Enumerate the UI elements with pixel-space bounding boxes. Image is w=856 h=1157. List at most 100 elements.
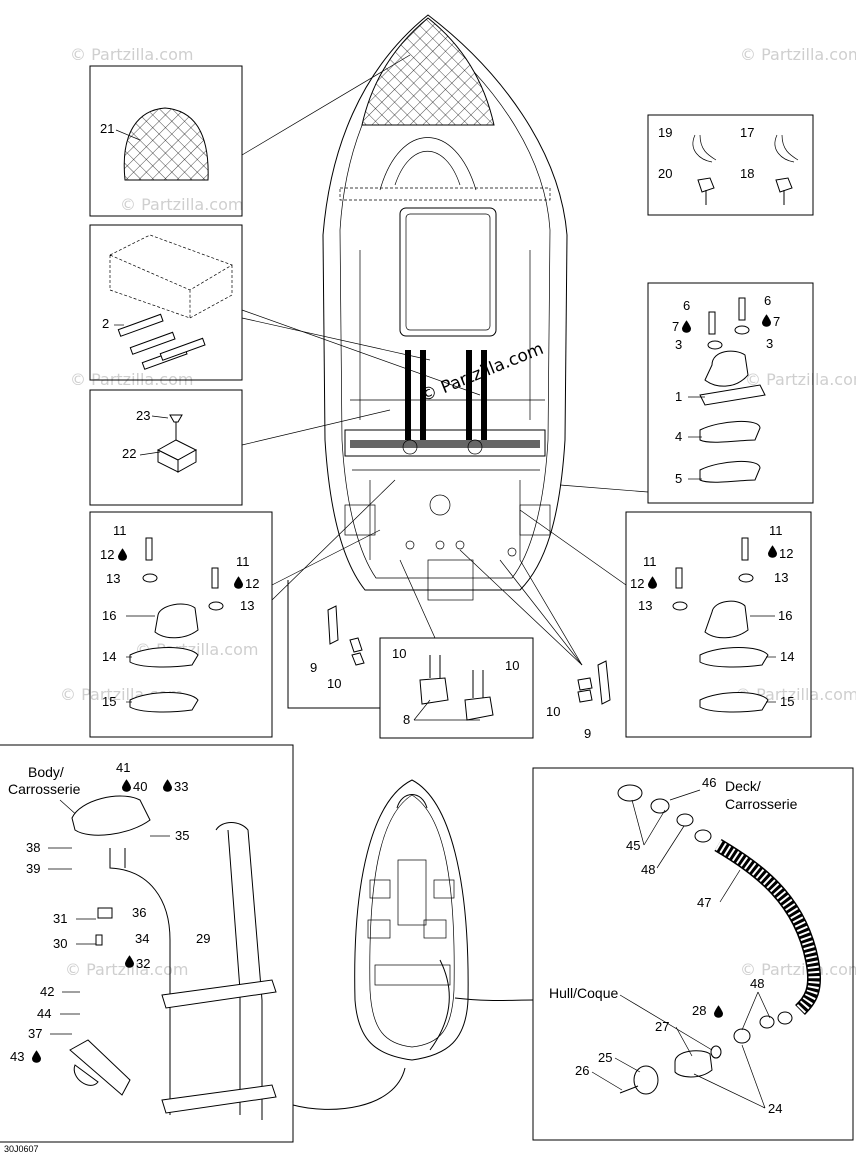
callout-20: 20 xyxy=(658,166,672,181)
callout-14: 14 xyxy=(780,649,794,664)
panel-bumper: 23 22 xyxy=(89,389,391,506)
callout-13: 13 xyxy=(774,570,788,585)
callout-13: 13 xyxy=(638,598,652,613)
callout-46: 46 xyxy=(702,775,716,790)
watermark: © Partzilla.com xyxy=(70,45,193,64)
drop-icon xyxy=(122,779,131,792)
callout-47: 47 xyxy=(697,895,711,910)
drop-icon xyxy=(163,779,172,792)
panel-cleat-right: 11 12 13 11 12 13 16 14 15 xyxy=(519,509,812,738)
panel-cleat-right-top: 6 7 3 6 7 3 1 4 5 xyxy=(559,282,814,504)
callout-18: 18 xyxy=(740,166,754,181)
drop-icon xyxy=(125,955,134,968)
watermark: © Partzilla.com xyxy=(120,195,243,214)
callout-26: 26 xyxy=(575,1063,589,1078)
callout-12: 12 xyxy=(100,547,114,562)
callout-40: 40 xyxy=(133,779,147,794)
label-deck-carrosserie: Carrosserie xyxy=(725,796,798,812)
callout-25: 25 xyxy=(598,1050,612,1065)
drop-icon xyxy=(32,1050,41,1063)
callout-10: 10 xyxy=(392,646,406,661)
callout-30: 30 xyxy=(53,936,67,951)
callout-15: 15 xyxy=(780,694,794,709)
callout-12: 12 xyxy=(630,576,644,591)
callout-6: 6 xyxy=(764,293,771,308)
label-body: Body/ xyxy=(28,764,64,780)
callout-14: 14 xyxy=(102,649,116,664)
callout-42: 42 xyxy=(40,984,54,999)
callout-10: 10 xyxy=(546,704,560,719)
main-hull-top-view xyxy=(322,14,568,601)
callout-7: 7 xyxy=(672,319,679,334)
callout-7: 7 xyxy=(773,314,780,329)
callout-11: 11 xyxy=(769,523,783,538)
callout-10: 10 xyxy=(505,658,519,673)
callout-43: 43 xyxy=(10,1049,24,1064)
boat-overview xyxy=(292,779,534,1110)
callout-33: 33 xyxy=(174,779,188,794)
drop-icon xyxy=(768,545,777,558)
callout-9: 9 xyxy=(310,660,317,675)
callout-2: 2 xyxy=(102,316,109,331)
callout-24: 24 xyxy=(768,1101,782,1116)
callout-13: 13 xyxy=(106,571,120,586)
callout-3: 3 xyxy=(766,336,773,351)
panel-clamps: 19 20 17 18 xyxy=(647,114,814,216)
callout-10: 10 xyxy=(327,676,341,691)
callout-8: 8 xyxy=(403,712,410,727)
callout-23: 23 xyxy=(136,408,150,423)
drop-icon xyxy=(234,576,243,589)
panel-drain-hose: Deck/ Carrosserie 46 45 48 47 Hull/Coque… xyxy=(532,767,854,1141)
drop-icon xyxy=(682,320,691,333)
panel-ladder: Body/ Carrosserie 41 40 33 35 38 39 36 3… xyxy=(0,744,294,1143)
callout-6: 6 xyxy=(683,298,690,313)
callout-17: 17 xyxy=(740,125,754,140)
callout-15: 15 xyxy=(102,694,116,709)
callout-16: 16 xyxy=(102,608,116,623)
panel-bow-mat: 21 xyxy=(89,54,411,217)
watermark: © Partzilla.com xyxy=(745,370,856,389)
callout-9: 9 xyxy=(584,726,591,741)
label-deck: Deck/ xyxy=(725,778,761,794)
drop-icon xyxy=(118,548,127,561)
panel-cleat-left: 11 12 13 11 12 13 16 14 15 xyxy=(89,479,396,738)
callout-22: 22 xyxy=(122,446,136,461)
callout-44: 44 xyxy=(37,1006,51,1021)
callout-1: 1 xyxy=(675,389,682,404)
callout-5: 5 xyxy=(675,471,682,486)
callout-31: 31 xyxy=(53,911,67,926)
callout-21: 21 xyxy=(100,121,114,136)
callout-48: 48 xyxy=(641,862,655,877)
label-hull-coque: Hull/Coque xyxy=(549,985,618,1001)
watermark: © Partzilla.com xyxy=(740,960,856,979)
callout-28: 28 xyxy=(692,1003,706,1018)
strap-parts xyxy=(117,313,206,370)
panel-straps: 2 xyxy=(89,224,481,396)
label-carrosserie: Carrosserie xyxy=(8,781,81,797)
drop-icon xyxy=(648,576,657,589)
callout-13: 13 xyxy=(240,598,254,613)
watermark: © Partzilla.com xyxy=(740,45,856,64)
callout-16: 16 xyxy=(778,608,792,623)
watermark: © Partzilla.com xyxy=(65,960,188,979)
callout-29: 29 xyxy=(196,931,210,946)
callout-48: 48 xyxy=(750,976,764,991)
callout-32: 32 xyxy=(136,956,150,971)
callout-38: 38 xyxy=(26,840,40,855)
callout-3: 3 xyxy=(675,337,682,352)
callout-34: 34 xyxy=(135,931,149,946)
callout-11: 11 xyxy=(113,523,127,538)
callout-36: 36 xyxy=(132,905,146,920)
diagram-reference: 30J0607 xyxy=(4,1144,39,1154)
callout-11: 11 xyxy=(643,554,657,569)
drop-icon xyxy=(714,1005,723,1018)
callout-45: 45 xyxy=(626,838,640,853)
callout-37: 37 xyxy=(28,1026,42,1041)
callout-12: 12 xyxy=(779,546,793,561)
panel-fittings: 9 10 10 10 8 10 9 xyxy=(287,549,611,741)
callout-12: 12 xyxy=(245,576,259,591)
callout-39: 39 xyxy=(26,861,40,876)
callout-41: 41 xyxy=(116,760,130,775)
callout-35: 35 xyxy=(175,828,189,843)
